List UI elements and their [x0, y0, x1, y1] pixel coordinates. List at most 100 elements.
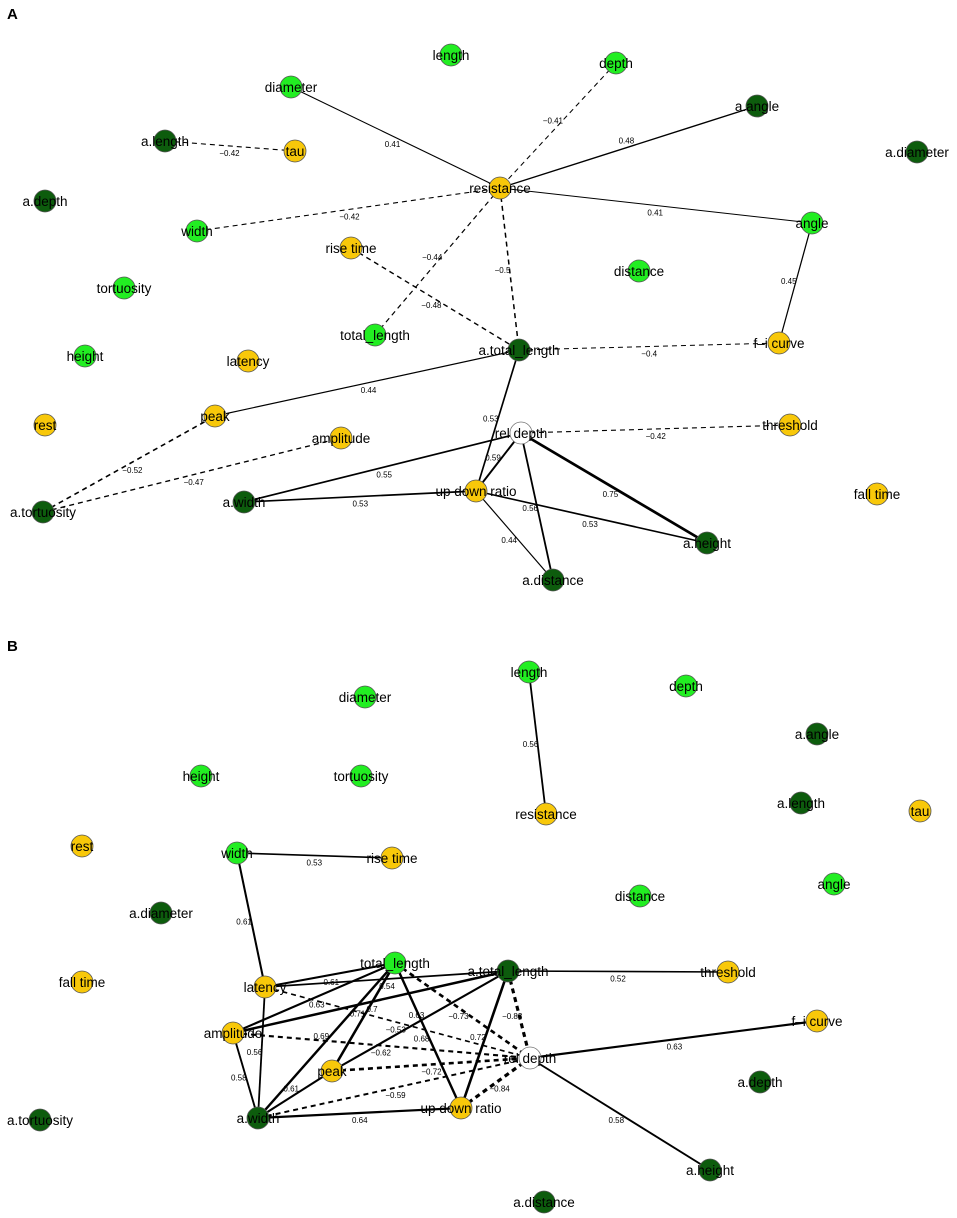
node-marker [822, 872, 846, 896]
edge-a_width-up_down [243, 490, 477, 503]
edge-weight-label: −0.42 [339, 212, 360, 221]
node-label: diameter [339, 690, 392, 705]
node-label: f–i curve [753, 336, 804, 351]
node-label: length [433, 48, 470, 63]
node-marker [221, 1021, 245, 1045]
node-marker [488, 176, 512, 200]
node-label: depth [669, 679, 703, 694]
panel-label-b: B [7, 638, 18, 655]
edge-weight-label: −0.83 [502, 1012, 523, 1021]
edge-rise_time-a_total_length [350, 247, 520, 351]
node-marker [805, 722, 829, 746]
node-diameter: diameter [339, 685, 392, 709]
edge-peak-rel_depth [331, 1056, 531, 1073]
node-peak: peak [200, 404, 230, 428]
node-rel-depth: rel depth [504, 1046, 556, 1070]
node-marker [329, 426, 353, 450]
edge-weight-label: 0.58 [231, 1074, 247, 1083]
edge-weight-label: 0.53 [353, 500, 369, 509]
edge-weight-label: 0.61 [236, 917, 252, 926]
node-a-distance: a.distance [522, 568, 584, 592]
node-label: rest [71, 839, 94, 854]
node-label: peak [200, 409, 230, 424]
node-label: a.total_length [467, 964, 548, 979]
edge-total_length-peak [330, 962, 397, 1072]
edge-weight-label: 0.58 [609, 1116, 625, 1125]
edge-weight-label: 0.54 [379, 982, 395, 991]
node-a-tortuosity: a.tortuosity [10, 500, 76, 524]
edge-up_down-a_distance [475, 490, 554, 581]
node-a-tortuosity: a.tortuosity [7, 1108, 73, 1132]
panel-label-a: A [7, 6, 18, 23]
node-label: fall time [854, 487, 901, 502]
node-a-width: a.width [223, 490, 265, 514]
edge-weight-label: −0.44 [422, 253, 443, 262]
panel-b: B 0.560.530.610.610.540.630.70.560.58−0.… [7, 638, 932, 1214]
node-label: a.diameter [885, 145, 949, 160]
edge-weight-label: −0.5 [495, 266, 511, 275]
edge-weight-label: 0.48 [619, 136, 635, 145]
node-label: angle [795, 216, 828, 231]
node-marker [363, 323, 387, 347]
node-marker [507, 338, 531, 362]
edge-rel_depth-up_down [475, 432, 522, 492]
node-length: length [433, 43, 470, 67]
node-label: a.angle [735, 99, 779, 114]
edge-weight-label: 0.56 [247, 1048, 263, 1057]
node-label: a.angle [795, 727, 839, 742]
node-label: rise time [366, 851, 417, 866]
node-marker [509, 421, 533, 445]
node-label: angle [817, 877, 850, 892]
edge-width-resistance [196, 187, 501, 232]
node-marker [225, 841, 249, 865]
node-label: total_length [360, 956, 430, 971]
node-label: a.width [237, 1111, 280, 1126]
node-marker [698, 1158, 722, 1182]
node-marker [73, 344, 97, 368]
edge-weight-label: 0.45 [781, 277, 797, 286]
node-threshold: threshold [700, 960, 756, 984]
edge-amplitude-a_total_length [232, 969, 509, 1035]
node-label: fall time [59, 975, 106, 990]
edge-a_width-up_down [257, 1106, 462, 1120]
panel-a: A −0.420.41−0.410.480.41−0.42−0.44−0.5−0… [7, 6, 949, 592]
node-label: length [511, 665, 548, 680]
node-depth: depth [669, 674, 703, 698]
edge-weight-label: 0.7 [366, 1005, 378, 1014]
edge-weight-label: 0.41 [647, 209, 663, 218]
node-marker [153, 129, 177, 153]
node-a-length: a.length [777, 791, 825, 815]
node-angle: angle [795, 211, 829, 235]
node-up-down: up down ratio [420, 1096, 502, 1120]
edge-weight-label: −0.42 [219, 149, 240, 158]
node-resistance: resistance [515, 802, 577, 826]
edge-weight-label: −0.62 [371, 1049, 392, 1058]
node-label: amplitude [204, 1026, 263, 1041]
node-marker [31, 500, 55, 524]
node-marker [534, 802, 558, 826]
node-rise-time: rise time [366, 846, 418, 870]
edge-amplitude-a_width [232, 1032, 259, 1119]
node-label: width [180, 224, 213, 239]
node-a-angle: a.angle [795, 722, 839, 746]
node-label: a.tortuosity [10, 505, 76, 520]
node-label: up down ratio [435, 484, 516, 499]
node-peak: peak [317, 1059, 347, 1083]
node-label: diameter [265, 80, 318, 95]
node-a-width: a.width [237, 1106, 280, 1130]
edge-weight-label: −0.48 [421, 301, 442, 310]
edge-amplitude-total_length [232, 962, 396, 1034]
node-label: width [220, 846, 253, 861]
edge-weight-label: 0.63 [309, 1000, 325, 1009]
node-label: a.total_length [478, 343, 559, 358]
node-marker [905, 140, 929, 164]
node-a-height: a.height [683, 531, 731, 555]
edge-weight-label: 0.56 [523, 740, 539, 749]
node-marker [908, 799, 932, 823]
node-marker [532, 1190, 556, 1214]
node-marker [496, 959, 520, 983]
edge-rel_depth-a_distance [520, 432, 554, 581]
edge-weight-label: −0.41 [543, 117, 564, 126]
